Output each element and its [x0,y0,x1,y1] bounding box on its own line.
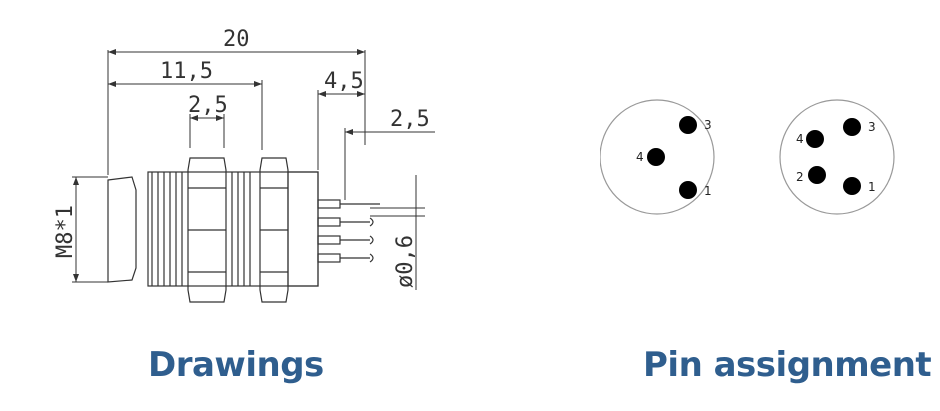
drawings-caption: Drawings [148,345,324,385]
dim-pin-spacing: 2,5 [390,107,430,132]
pin-assignment-caption: Pin assignment [643,345,932,385]
pin-4-dot [806,130,824,148]
pin-3-dot [843,118,861,136]
dim-pin-length: 4,5 [324,69,364,94]
pin-label-2: 2 [796,170,804,184]
pin-1-dot [843,177,861,195]
pin-label-3: 3 [704,118,712,132]
pin-label-1: 1 [868,180,876,194]
pin-label-3: 3 [868,120,876,134]
pin-3-dot [679,116,697,134]
pin-4-dot [647,148,665,166]
connector-face-3pin: 3 4 1 [600,99,715,215]
dim-pin-diameter: ø0,6 [393,235,418,288]
connector-technical-drawing: 20 11,5 2,5 4,5 2,5 M8*1 ø0,6 [53,27,435,303]
dim-nut-width: 2,5 [188,93,228,118]
pin-label-1: 1 [704,184,712,198]
pin-label-4: 4 [796,132,804,146]
dim-total-length: 20 [223,27,250,52]
pin-1-dot [679,181,697,199]
pin-2-dot [808,166,826,184]
connector-face-4pin: 4 3 2 1 [779,99,895,215]
dim-body-length: 11,5 [160,59,213,84]
dim-thread: M8*1 [53,205,78,258]
pin-assignment-diagram: 3 4 1 4 3 2 1 [600,99,895,215]
pin-label-4: 4 [636,150,644,164]
